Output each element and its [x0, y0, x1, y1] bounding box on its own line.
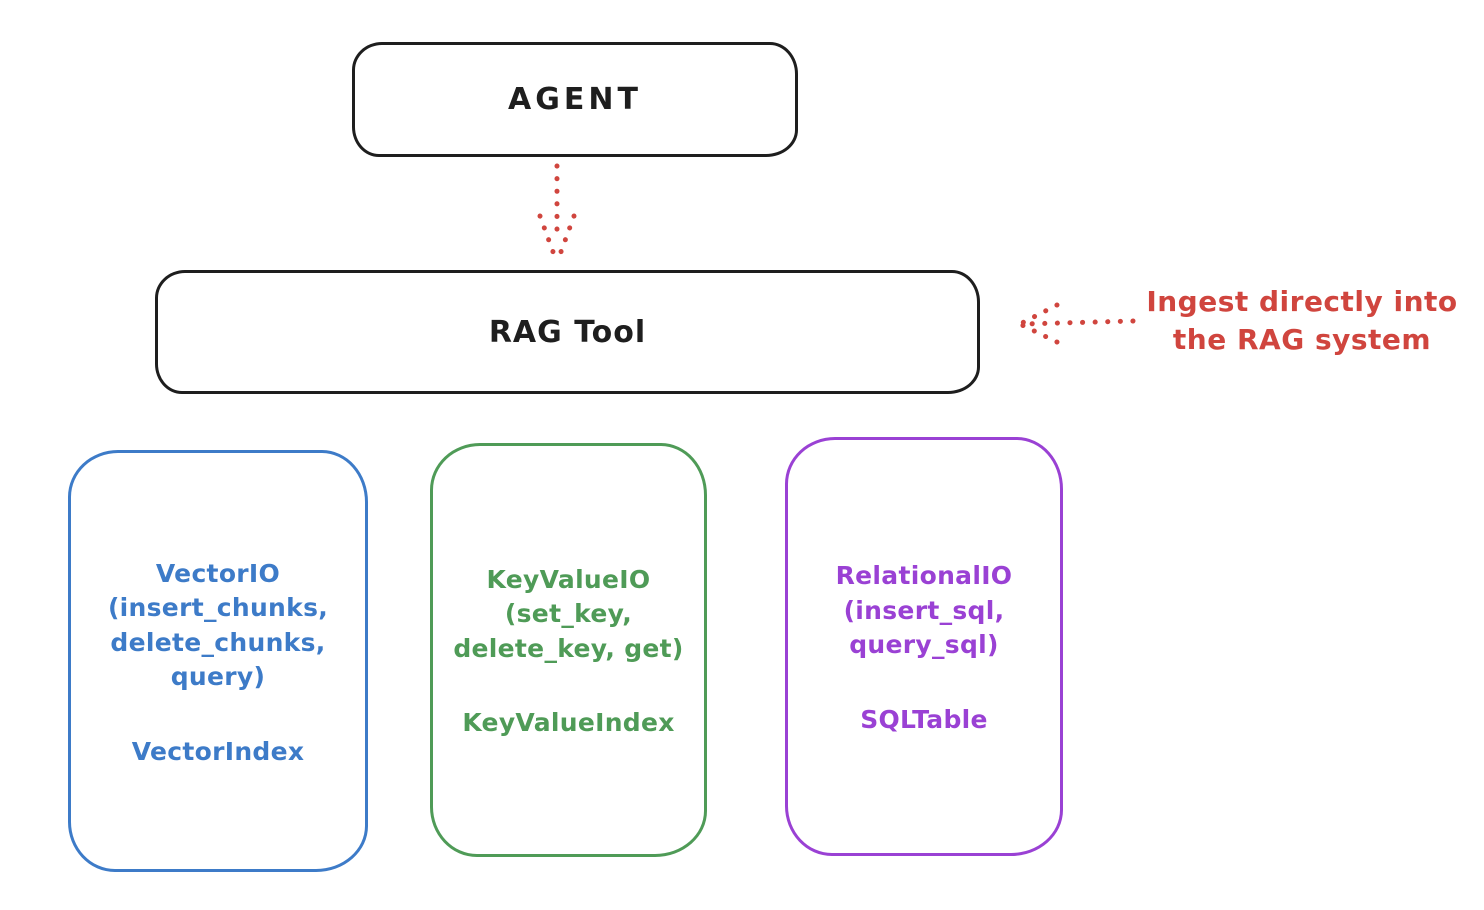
- vector-io-box: VectorIO (insert_chunks, delete_chunks, …: [68, 450, 368, 872]
- agent-label: AGENT: [508, 82, 642, 117]
- vector-io-line: delete_chunks,: [110, 627, 326, 657]
- vector-index-label: VectorIndex: [131, 736, 305, 766]
- vector-io-line: query): [170, 662, 266, 691]
- keyvalue-io-line: (set_key,: [504, 599, 633, 629]
- dotted-arrow-down-icon: [537, 163, 577, 263]
- keyvalue-index-label: KeyValueIndex: [462, 708, 675, 738]
- dotted-arrow-left-icon: [1019, 302, 1136, 345]
- ingest-annotation-line2: the RAG system: [1172, 322, 1432, 356]
- keyvalue-io-line: delete_key, get): [453, 633, 684, 663]
- keyvalue-io-box: KeyValueIO (set_key, delete_key, get) Ke…: [430, 443, 707, 857]
- ingest-annotation-line1: Ingest directly into: [1146, 285, 1458, 318]
- relational-io-line: RelationalIO: [835, 561, 1013, 591]
- rag-tool-label: RAG Tool: [488, 314, 647, 350]
- keyvalue-io-line: KeyValueIO: [486, 564, 651, 594]
- relational-io-box: RelationalIO (insert_sql, query_sql) SQL…: [785, 437, 1063, 856]
- vector-io-line: (insert_chunks,: [107, 593, 329, 622]
- relational-io-line: (insert_sql,: [843, 595, 1005, 625]
- relational-io-line: query_sql): [849, 630, 999, 660]
- rag-tool-box: RAG Tool: [155, 270, 980, 394]
- vector-io-line: VectorIO: [155, 558, 281, 588]
- sql-table-label: SQLTable: [860, 704, 988, 734]
- agent-box: AGENT: [352, 42, 798, 157]
- vector-io-title: VectorIO (insert_chunks, delete_chunks, …: [108, 557, 328, 695]
- relational-io-title: RelationalIO (insert_sql, query_sql): [836, 559, 1013, 663]
- keyvalue-io-title: KeyValueIO (set_key, delete_key, get): [453, 563, 683, 667]
- ingest-annotation: Ingest directly into the RAG system: [1132, 283, 1472, 359]
